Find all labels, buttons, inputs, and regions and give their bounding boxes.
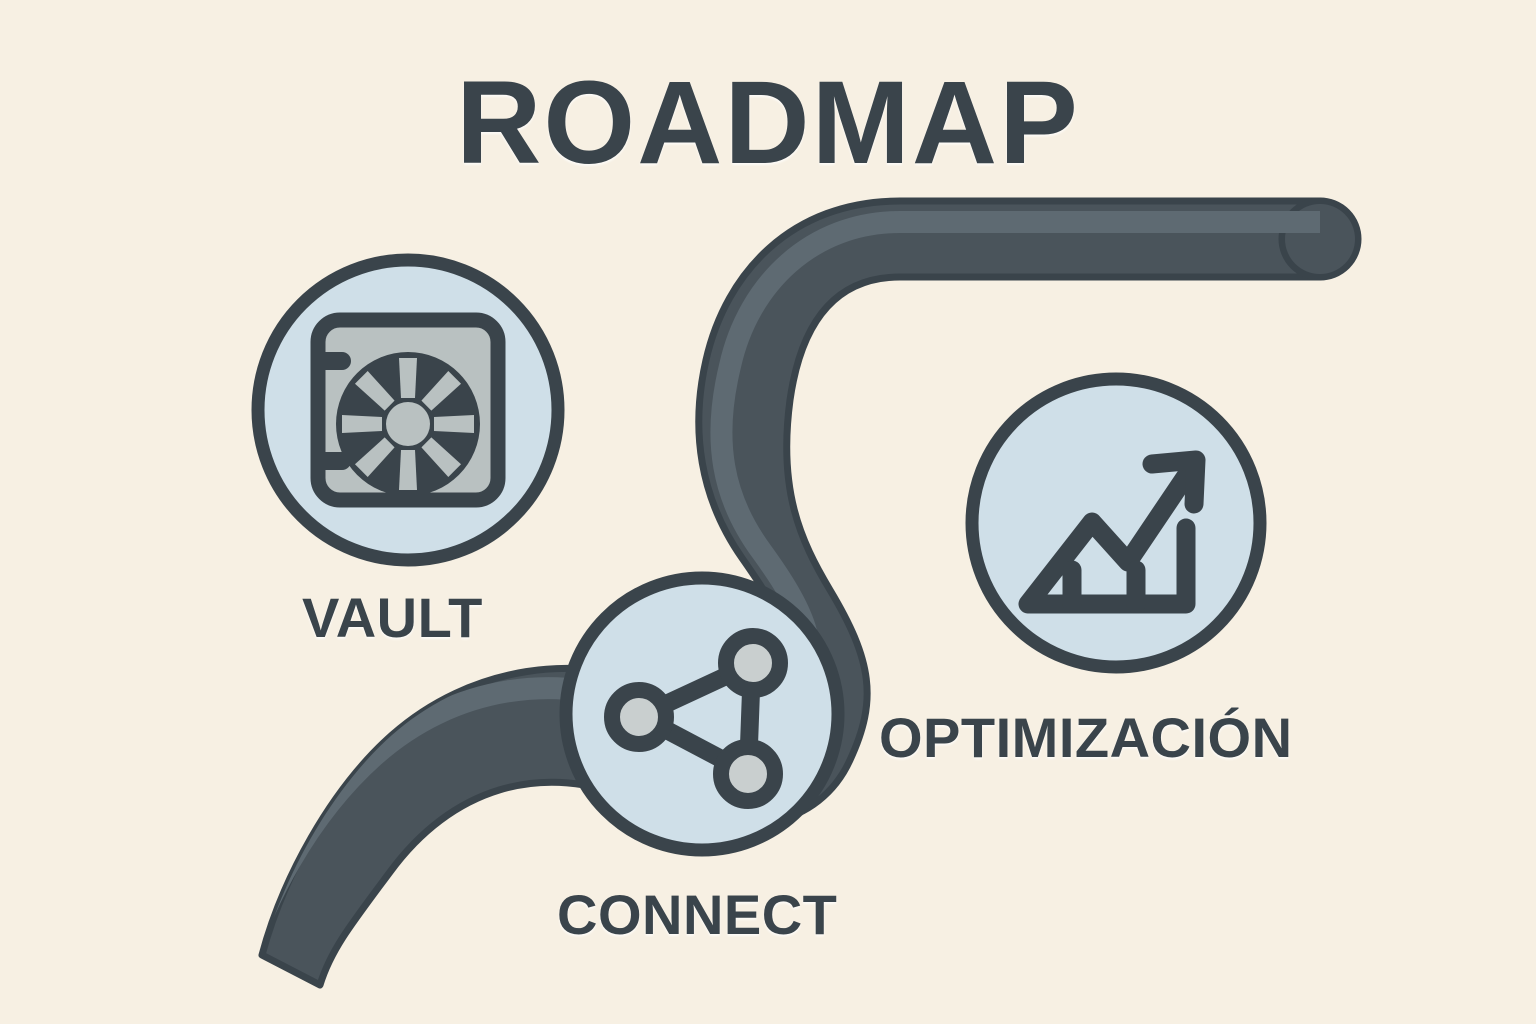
node-optimizacion[interactable]: [965, 372, 1267, 674]
chart-axis: [1020, 518, 1196, 614]
share-node-top-right: [718, 628, 788, 698]
road-highlight-group: [262, 210, 1320, 985]
share-network-nodes: [604, 628, 788, 809]
node-label-connect: CONNECT: [557, 883, 838, 946]
growth-chart-arrow-icon: [1018, 450, 1206, 614]
safe-vault-icon: [310, 312, 506, 512]
node-vault[interactable]: [251, 253, 565, 567]
road-highlight-stripe: [262, 210, 1320, 985]
page-title: ROADMAP: [456, 57, 1080, 189]
node-connect[interactable]: [559, 571, 845, 857]
node-label-optimizacion: OPTIMIZACIÓN: [879, 706, 1293, 769]
share-node-bottom-right: [713, 739, 783, 809]
node-label-vault: VAULT: [302, 586, 483, 649]
trend-line: [1018, 460, 1200, 614]
share-node-left: [604, 682, 674, 752]
trend-arrowhead: [1142, 450, 1206, 514]
safe-dial: [320, 336, 496, 512]
node-optimizacion-circle[interactable]: [965, 372, 1267, 674]
